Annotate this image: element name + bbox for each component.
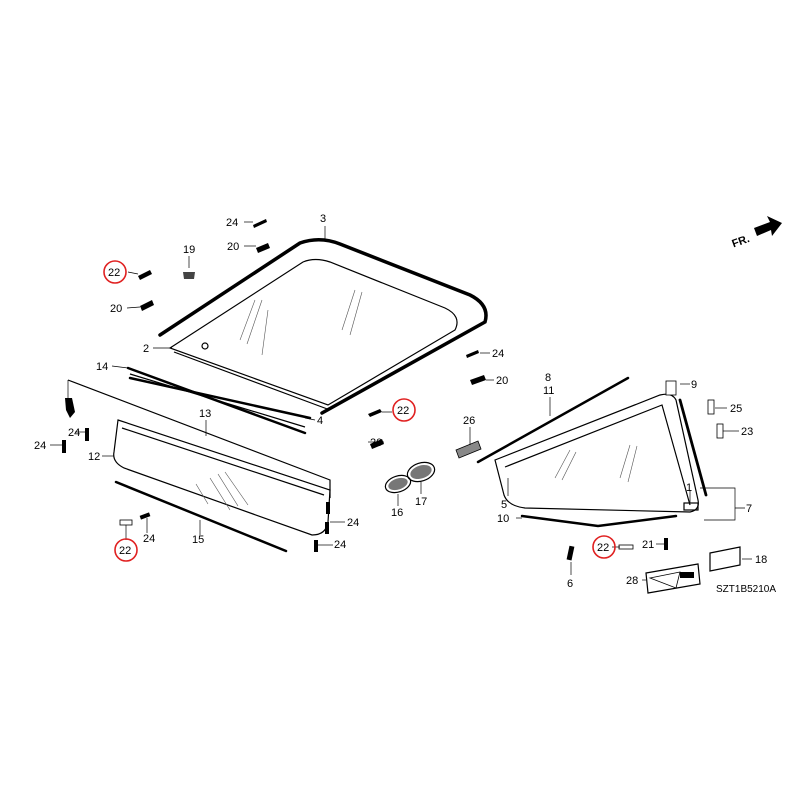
front-direction-indicator: FR.	[730, 216, 782, 250]
callout-17: 17	[415, 496, 427, 508]
callout-8: 8	[545, 372, 551, 384]
rear-glass-assembly	[113, 419, 331, 536]
windshield-assembly	[158, 238, 488, 415]
callout-12: 12	[88, 451, 100, 463]
emblem-16	[384, 474, 412, 494]
callout-13: 13	[199, 408, 211, 420]
callout-20: 20	[496, 375, 508, 387]
quarter-glass-assembly	[494, 393, 699, 513]
callout-19: 19	[183, 244, 195, 256]
front-direction-label: FR.	[730, 233, 751, 250]
callout-24: 24	[347, 517, 359, 529]
callout-15: 15	[192, 534, 204, 546]
quarter-upper-molding	[476, 376, 630, 464]
callout-1: 1	[686, 482, 692, 494]
part-28-label	[642, 563, 701, 594]
callout-24: 24	[226, 217, 238, 229]
callout-16: 16	[391, 507, 403, 519]
callout-25: 25	[730, 403, 742, 415]
callout-24: 24	[334, 539, 346, 551]
fasteners	[62, 219, 724, 561]
diagram-code: SZT1B5210A	[716, 584, 776, 595]
callout-9: 9	[691, 379, 697, 391]
callout-20: 20	[370, 437, 382, 449]
callout-14: 14	[96, 361, 108, 373]
callout-3: 3	[320, 213, 326, 225]
highlighted-callouts: 22 22 22 22	[103, 260, 616, 562]
front-arrow-icon	[754, 216, 782, 236]
rear-glass	[113, 419, 331, 536]
part-26-stopper	[455, 440, 482, 459]
highlight-ring	[103, 260, 127, 284]
callout-21: 21	[642, 539, 654, 551]
callout-24: 24	[143, 533, 155, 545]
callout-28: 28	[626, 575, 638, 587]
quarter-rear-molding	[678, 398, 708, 497]
highlight-ring	[592, 535, 616, 559]
callout-18: 18	[755, 554, 767, 566]
quarter-glass	[494, 393, 699, 513]
callout-22: 22	[119, 545, 131, 557]
callout-10: 10	[497, 513, 509, 525]
quarter-glass-spacer	[683, 502, 699, 511]
windshield-glass	[168, 258, 458, 406]
callout-11: 11	[543, 385, 554, 397]
rear-glass-lower-molding	[114, 480, 288, 553]
callout-22: 22	[397, 405, 409, 417]
callout-7: 7	[746, 503, 752, 515]
callout-5: 5	[501, 499, 507, 511]
quarter-lower-molding	[520, 514, 678, 528]
rear-glass-bracket	[65, 398, 75, 418]
leader-lines	[50, 221, 745, 575]
callout-26: 26	[463, 415, 475, 427]
callout-20: 20	[227, 241, 239, 253]
callout-22: 22	[597, 542, 609, 554]
highlight-ring	[392, 398, 416, 422]
callout-6: 6	[567, 578, 573, 590]
callout-22: 22	[108, 267, 120, 279]
part-19-grommet	[183, 272, 195, 279]
part-18-label	[709, 546, 752, 572]
callout-2: 2	[143, 343, 149, 355]
callout-24: 24	[34, 440, 46, 452]
emblem-17	[406, 461, 436, 483]
callout-20: 20	[110, 303, 122, 315]
callout-24: 24	[68, 427, 80, 439]
callouts: 3 24 20 19 20 2 14 4 24 20 20 13 12 24 2…	[34, 213, 767, 590]
windshield-dam-rubber	[128, 376, 312, 420]
callout-24: 24	[492, 348, 504, 360]
highlight-ring	[114, 538, 138, 562]
callout-23: 23	[741, 426, 753, 438]
callout-4: 4	[317, 415, 323, 427]
windshield-molding	[158, 238, 488, 415]
